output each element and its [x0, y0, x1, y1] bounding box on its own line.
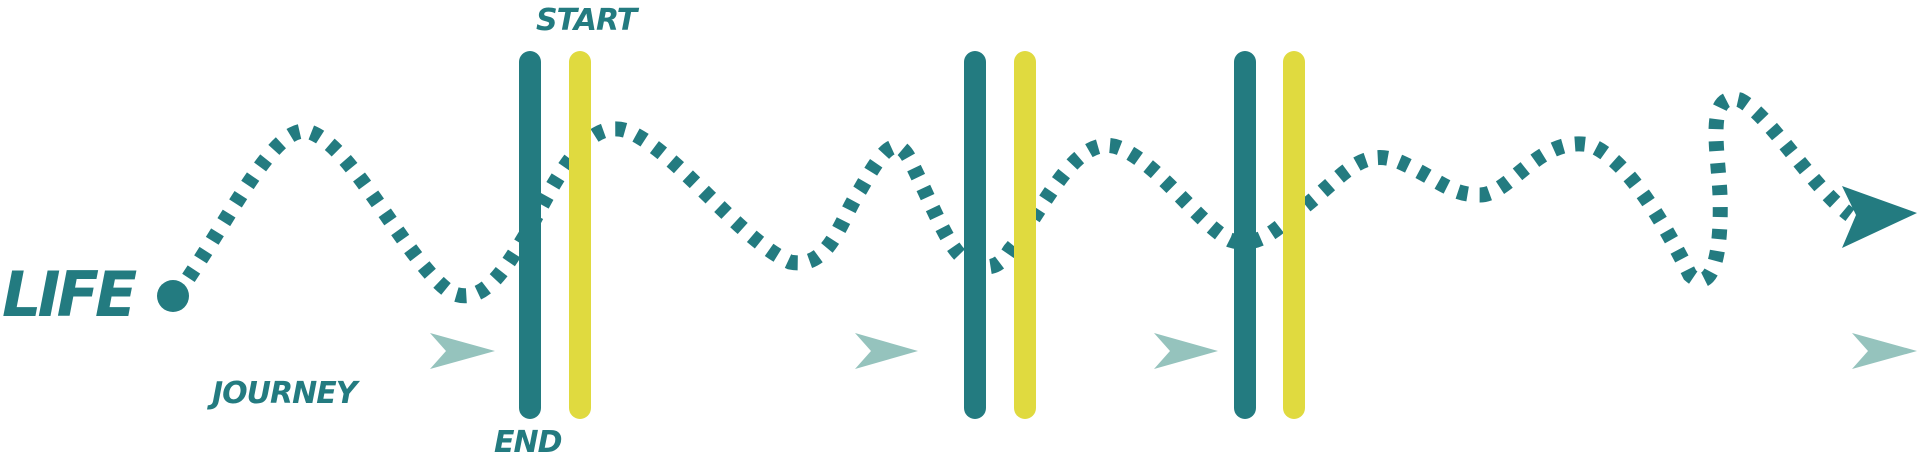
journey-arrow-2: [630, 333, 918, 369]
journey-arrow-1: [142, 333, 495, 369]
journey-arrow-3: [1052, 333, 1218, 369]
journey-label: JOURNEY: [207, 376, 361, 411]
end-label: END: [494, 425, 562, 460]
circle-dot-icon: [157, 280, 189, 312]
phase-bar-pair-2: [964, 51, 1036, 419]
journey-arrow-4: [1350, 333, 1917, 369]
arrowhead-icon: [1842, 186, 1917, 248]
phase-bars: [519, 51, 1305, 419]
start-label: START: [536, 3, 640, 38]
life-path: [169, 91, 1855, 304]
phase-bar-pair-3: [1234, 51, 1305, 419]
life-label: LIFE: [2, 258, 137, 331]
journey-arrows: [142, 333, 1917, 369]
phase-bar-pair-1: [519, 51, 591, 419]
